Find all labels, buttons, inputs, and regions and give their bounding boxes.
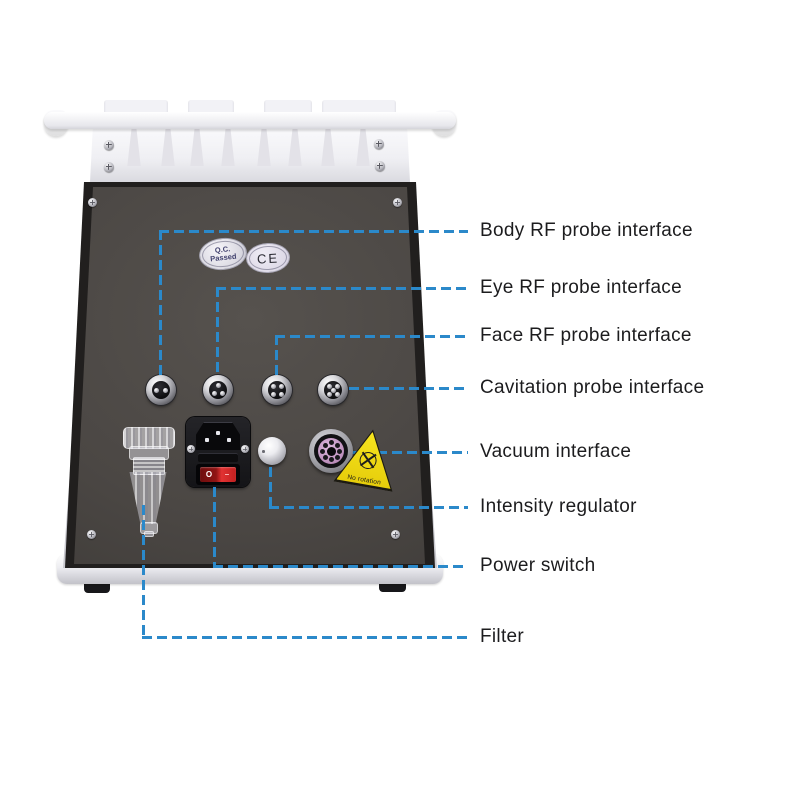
filter-neck bbox=[133, 457, 165, 475]
callout-line-filter-v bbox=[142, 505, 145, 638]
connector-pin bbox=[154, 387, 159, 393]
filter-component bbox=[120, 427, 176, 537]
callout-line-intensity-h bbox=[269, 506, 468, 509]
power-inlet bbox=[196, 422, 240, 450]
filter-cap bbox=[123, 427, 175, 449]
rack-gusset bbox=[127, 128, 141, 166]
cavitation-connector bbox=[318, 375, 348, 405]
callout-label-face-rf: Face RF probe interface bbox=[480, 325, 692, 346]
qc-line1: Q.C. bbox=[214, 244, 231, 255]
probe-rack-bar bbox=[44, 112, 456, 129]
filter-cone bbox=[129, 472, 167, 524]
callout-label-cavitation: Cavitation probe interface bbox=[480, 377, 705, 398]
callout-label-power: Power switch bbox=[480, 555, 596, 576]
callout-label-filter: Filter bbox=[480, 626, 525, 647]
vacuum-hole bbox=[328, 457, 334, 462]
inlet-pin bbox=[216, 431, 220, 435]
connector-face bbox=[209, 381, 227, 399]
vacuum-hole bbox=[322, 454, 328, 460]
vacuum-hole bbox=[334, 442, 340, 448]
fuse-drawer bbox=[198, 453, 238, 462]
callout-line-eye-rf-v bbox=[216, 287, 219, 375]
screw-icon bbox=[87, 530, 96, 539]
callout-line-body-rf-v bbox=[159, 230, 162, 375]
connector-pin bbox=[278, 383, 284, 389]
callout-line-cavitation-h bbox=[349, 387, 468, 390]
vacuum-hole bbox=[322, 442, 328, 448]
connector-pin bbox=[326, 391, 332, 397]
callout-line-vacuum-h bbox=[347, 451, 468, 454]
screw-icon bbox=[88, 198, 97, 207]
callout-line-intensity-v bbox=[269, 467, 272, 508]
connector-pin bbox=[270, 391, 276, 397]
face-rf-connector bbox=[262, 375, 292, 405]
vacuum-hole bbox=[320, 448, 325, 454]
connector-pin bbox=[211, 391, 217, 396]
callout-label-body-rf: Body RF probe interface bbox=[480, 220, 693, 241]
screw-icon bbox=[104, 162, 114, 172]
vacuum-face bbox=[318, 438, 344, 464]
vacuum-connector bbox=[309, 429, 353, 473]
rack-gusset bbox=[288, 128, 302, 166]
connector-pin bbox=[334, 383, 340, 389]
power-switch-on-marking: – bbox=[224, 470, 230, 479]
top-plate bbox=[90, 124, 410, 182]
screw-icon bbox=[241, 445, 249, 453]
filter-nub bbox=[144, 531, 154, 537]
screw-icon bbox=[374, 139, 384, 149]
power-switch-off-marking: O bbox=[205, 470, 213, 479]
callout-label-vacuum: Vacuum interface bbox=[480, 441, 632, 462]
callout-label-intensity: Intensity regulator bbox=[480, 496, 637, 517]
callout-line-face-rf-v bbox=[275, 335, 278, 375]
connector-pin bbox=[215, 383, 221, 388]
connector-face bbox=[268, 381, 286, 399]
rack-gusset bbox=[257, 128, 271, 166]
screw-icon bbox=[393, 198, 402, 207]
callout-line-eye-rf-h bbox=[216, 287, 468, 290]
inlet-pin bbox=[227, 438, 231, 442]
connector-face bbox=[324, 381, 342, 399]
callout-label-eye-rf: Eye RF probe interface bbox=[480, 277, 682, 298]
screw-icon bbox=[375, 161, 385, 171]
callout-line-face-rf-h bbox=[275, 335, 468, 338]
vacuum-center-hole bbox=[326, 446, 336, 456]
callout-line-power-v bbox=[213, 487, 216, 567]
knob-marker bbox=[262, 450, 265, 453]
connector-pin bbox=[334, 391, 340, 397]
rack-gusset bbox=[356, 128, 370, 166]
connector-pin bbox=[219, 391, 225, 396]
callout-line-filter-h bbox=[142, 636, 468, 639]
connector-face bbox=[152, 381, 170, 399]
connector-pin bbox=[163, 387, 168, 393]
screw-icon bbox=[391, 530, 400, 539]
screw-icon bbox=[187, 445, 195, 453]
screw-icon bbox=[104, 140, 114, 150]
rack-gusset bbox=[221, 128, 235, 166]
eye-rf-connector bbox=[203, 375, 233, 405]
qc-line2: Passed bbox=[209, 251, 237, 264]
inlet-pin bbox=[205, 438, 209, 442]
connector-pin bbox=[330, 387, 336, 393]
intensity-knob bbox=[258, 437, 286, 465]
callout-line-power-h bbox=[213, 565, 468, 568]
connector-pin bbox=[270, 383, 276, 389]
vacuum-hole bbox=[328, 440, 334, 445]
vacuum-hole bbox=[334, 454, 340, 460]
body-rf-connector bbox=[146, 375, 176, 405]
vacuum-hole bbox=[337, 448, 342, 454]
connector-pin bbox=[326, 383, 332, 389]
callout-line-body-rf-h bbox=[159, 230, 468, 233]
connector-pin bbox=[278, 391, 284, 397]
rack-gusset bbox=[161, 128, 175, 166]
power-switch-bezel: O – bbox=[196, 464, 240, 485]
power-switch-rocker: O – bbox=[200, 467, 236, 482]
ce-text: CE bbox=[256, 249, 280, 267]
rack-gusset bbox=[321, 128, 335, 166]
power-entry-module: O – bbox=[186, 417, 250, 487]
no-rotation-warning-sticker: No rotation bbox=[333, 424, 402, 492]
rack-gusset bbox=[190, 128, 204, 166]
